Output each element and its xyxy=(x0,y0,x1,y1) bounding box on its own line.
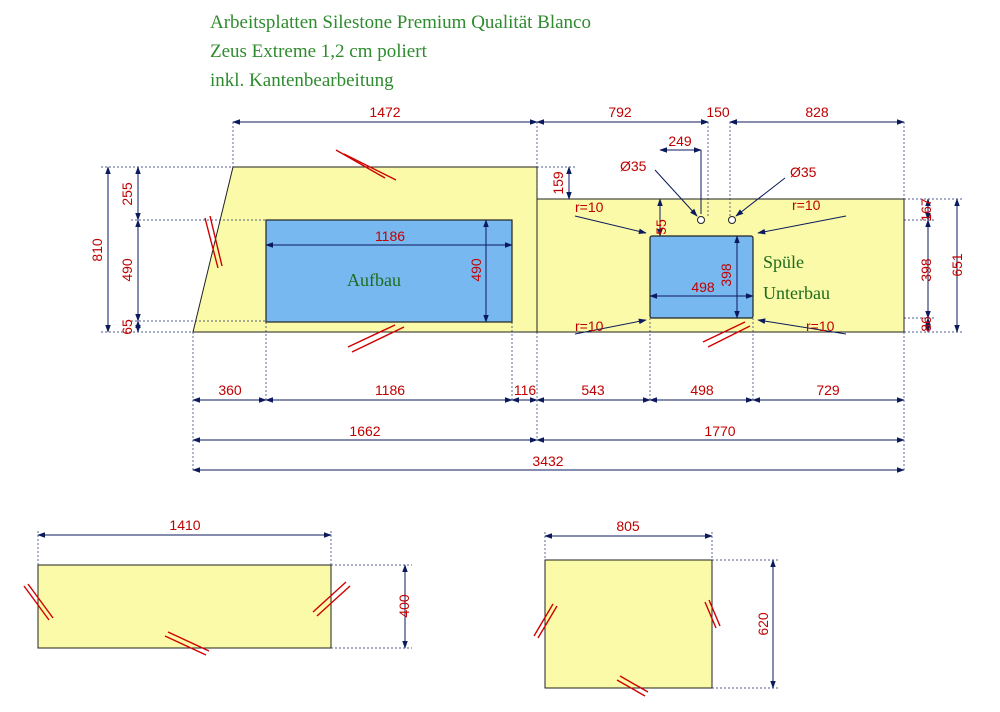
label-spuele: Spüle xyxy=(763,252,804,272)
cut-marks-main xyxy=(204,149,751,353)
dim-v167: 167 xyxy=(918,198,934,222)
dim-249: 249 xyxy=(668,133,692,149)
side-panel-805 xyxy=(544,559,713,689)
radius-bottom-left: r=10 xyxy=(575,318,604,334)
dim-v398-right: 398 xyxy=(918,258,934,282)
sink-cutout xyxy=(649,235,754,319)
dim-s2-height: 620 xyxy=(755,612,771,636)
side-panel-1410-dims xyxy=(23,531,412,656)
dim-top-1472: 1472 xyxy=(369,104,400,120)
tap-hole-right xyxy=(728,216,736,224)
dim-b543: 543 xyxy=(581,382,605,398)
dim-v55: 55 xyxy=(653,219,669,235)
label-unterbau: Unterbau xyxy=(763,283,830,303)
header: Arbeitsplatten Silestone Premium Qualitä… xyxy=(210,8,591,95)
dim-v86: 86 xyxy=(918,316,934,332)
dim-b3432: 3432 xyxy=(532,453,563,469)
dim-top-792: 792 xyxy=(608,104,632,120)
tap-hole-left xyxy=(697,216,705,224)
dim-top-828: 828 xyxy=(805,104,829,120)
dim-b116: 116 xyxy=(514,382,537,398)
side-panel-805-dims xyxy=(533,532,780,697)
dim-v159: 159 xyxy=(550,171,566,195)
side-panel-1410 xyxy=(37,564,332,649)
dim-sink-width: 498 xyxy=(691,279,715,295)
dim-b1662: 1662 xyxy=(349,423,380,439)
dim-d35-left: Ø35 xyxy=(620,158,647,174)
dim-v651: 651 xyxy=(949,253,965,277)
dim-s1-width: 1410 xyxy=(169,517,200,533)
dim-v810: 810 xyxy=(89,238,105,262)
dim-s1-height: 400 xyxy=(396,594,412,618)
radius-top-right: r=10 xyxy=(792,197,821,213)
radius-bottom-right: r=10 xyxy=(806,318,835,334)
dim-b729: 729 xyxy=(816,382,840,398)
header-line-2: Zeus Extreme 1,2 cm poliert xyxy=(210,41,427,62)
dimension-lines xyxy=(105,119,960,473)
dim-s2-width: 805 xyxy=(616,518,640,534)
radius-top-left: r=10 xyxy=(575,199,604,215)
header-line-1: Arbeitsplatten Silestone Premium Qualitä… xyxy=(210,12,591,33)
header-line-3: inkl. Kantenbearbeitung xyxy=(210,70,394,91)
dim-b498: 498 xyxy=(690,382,714,398)
dim-aufbau-width: 1186 xyxy=(375,228,405,244)
dim-b360: 360 xyxy=(218,382,242,398)
dim-d35-right: Ø35 xyxy=(790,164,817,180)
dim-v255: 255 xyxy=(119,182,135,206)
label-aufbau: Aufbau xyxy=(347,270,401,290)
dim-v490-left: 490 xyxy=(119,258,135,282)
aufbau-cutout xyxy=(265,219,513,323)
dim-v65: 65 xyxy=(119,319,135,335)
dim-b1770: 1770 xyxy=(704,423,735,439)
dim-aufbau-height: 490 xyxy=(468,258,484,282)
dim-b1186: 1186 xyxy=(375,382,405,398)
dimension-labels: 1472 792 150 828 249 Ø35 Ø35 810 255 490… xyxy=(89,104,965,636)
dim-top-150: 150 xyxy=(706,104,730,120)
dim-sink-height: 398 xyxy=(718,263,734,287)
